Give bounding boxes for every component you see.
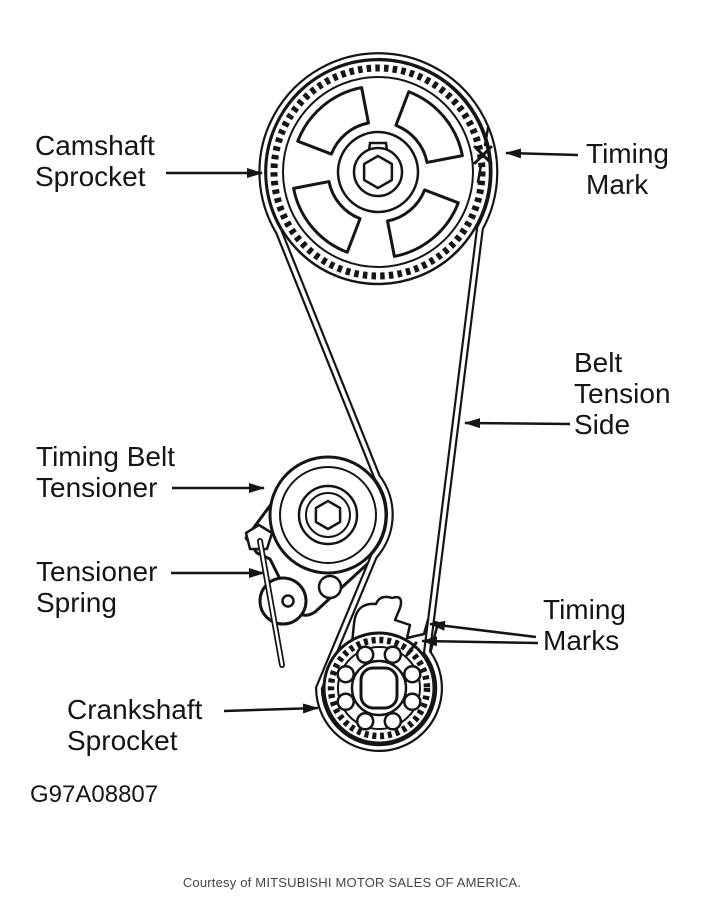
timing-marks-arrow-upper <box>429 620 537 639</box>
timing-belt-tensioner <box>268 455 388 575</box>
courtesy-line: Courtesy of MITSUBISHI MOTOR SALES OF AM… <box>182 875 522 890</box>
crankshaft-sprocket <box>322 631 436 745</box>
crankshaft-sprocket-holes <box>336 645 422 731</box>
label-camshaft-sprocket: Camshaft Sprocket <box>35 130 155 192</box>
crankshaft-bore <box>359 666 399 710</box>
label-belt-tension-side: Belt Tension Side <box>574 347 671 440</box>
label-timing-belt-tensioner: Timing Belt Tensioner <box>36 441 176 503</box>
crankshaft-sprocket-teeth <box>327 636 431 740</box>
camshaft-sprocket <box>264 58 492 286</box>
timing-marks-arrow-lower <box>421 636 539 647</box>
camshaft-timing-mark <box>473 126 493 184</box>
crankshaft-sprocket-arrow <box>223 703 319 714</box>
tensioner-bolt-hex <box>314 499 342 531</box>
timing-belt <box>258 52 499 752</box>
figure-code: G97A08807 <box>30 781 159 808</box>
tensioner-bracket-hole <box>317 574 343 600</box>
belt-tension-side-arrow <box>464 418 571 429</box>
camshaft-bolt-hex <box>362 154 394 190</box>
tensioner-spring <box>257 538 308 668</box>
label-crankshaft-sprocket: Crankshaft Sprocket <box>67 694 203 756</box>
timing-mark-arrow <box>505 148 579 159</box>
callout-arrows <box>166 148 579 714</box>
spring-anchor-tab <box>244 523 274 551</box>
crankshaft-timing-mark <box>405 641 418 657</box>
label-tensioner-spring: Tensioner Spring <box>36 556 158 618</box>
label-timing-mark: Timing Mark <box>586 138 669 200</box>
label-timing-marks: Timing Marks <box>543 594 626 656</box>
camshaft-sprocket-teeth <box>270 64 486 280</box>
